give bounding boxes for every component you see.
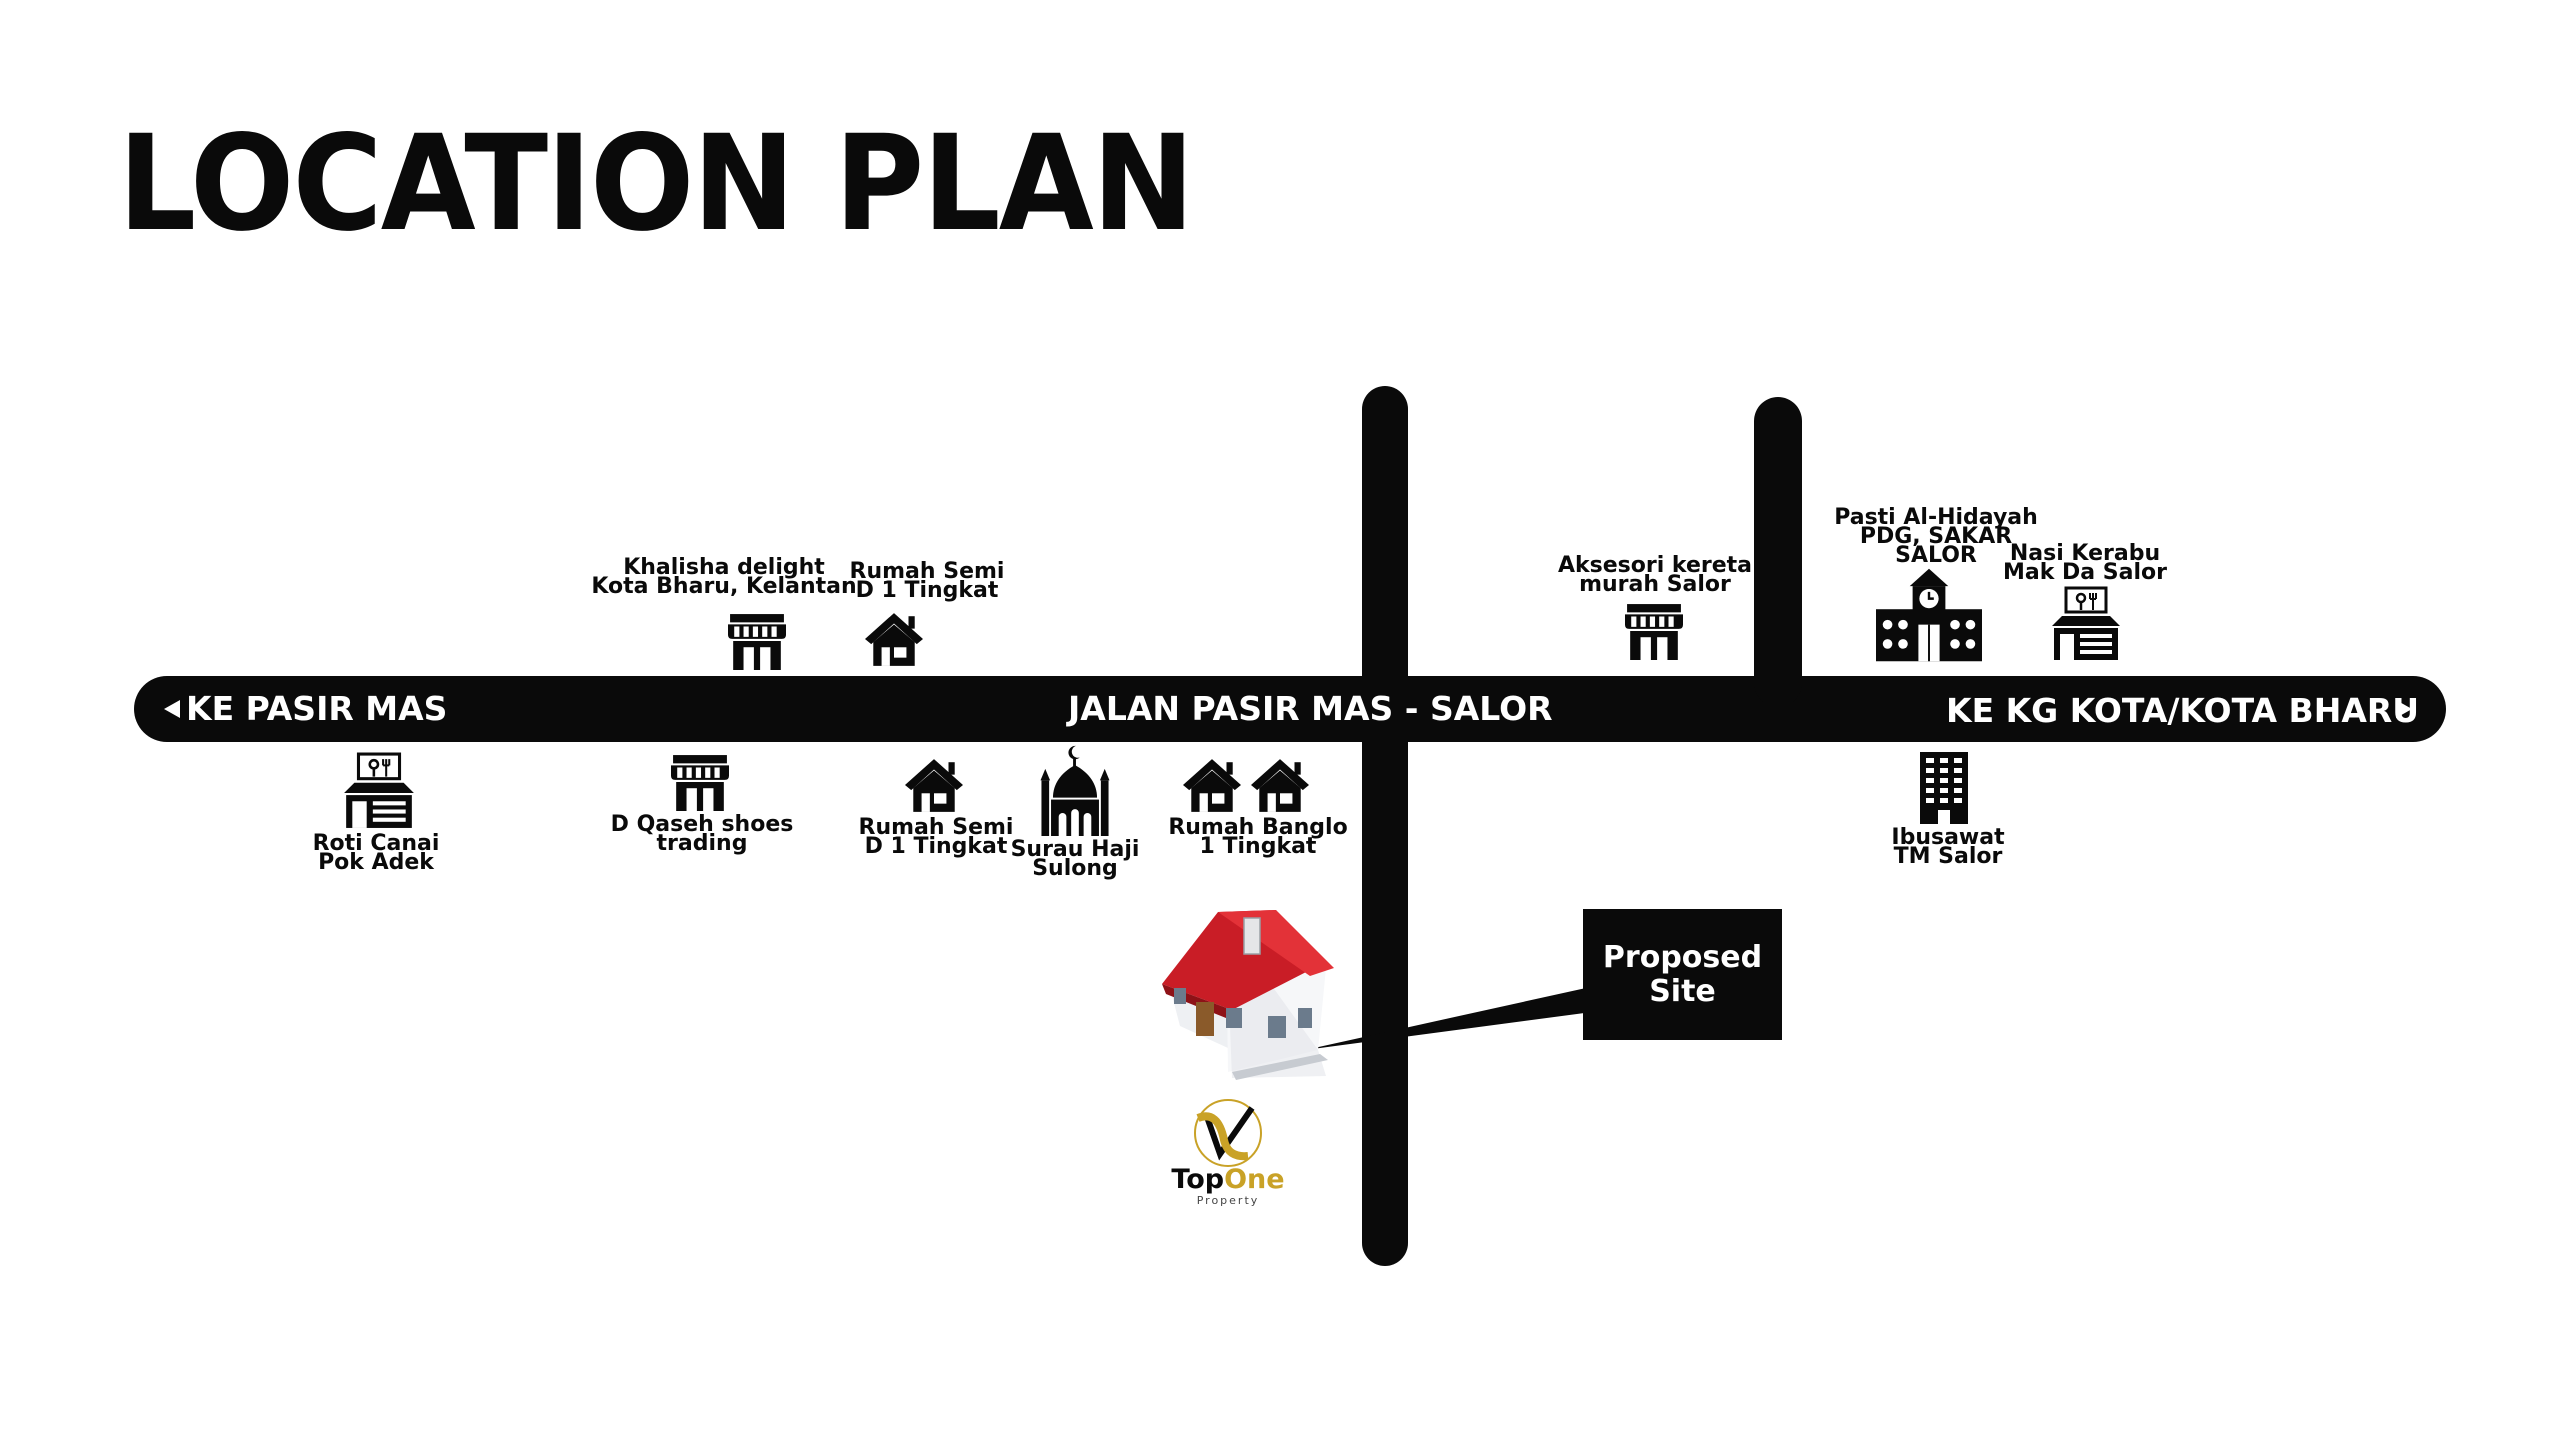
page-title: LOCATION PLAN	[118, 107, 1195, 261]
house-icon	[865, 613, 923, 666]
brand-tagline: Property	[1196, 1194, 1260, 1207]
road-name-label: JALAN PASIR MAS - SALOR	[1068, 689, 1553, 728]
direction-label-east: KE KG KOTA/KOTA BHARU	[1946, 691, 2420, 730]
house-icon	[1183, 759, 1241, 812]
house-icon	[1251, 759, 1309, 812]
proposed-house-illustration	[1162, 910, 1334, 1080]
side-road-center	[1362, 386, 1408, 1266]
arrow-left-icon	[164, 700, 180, 718]
house-icon	[905, 759, 963, 812]
storefront-icon	[671, 755, 729, 811]
office-building-icon	[1920, 752, 1968, 824]
proposed-site-callout: Proposed Site	[1583, 909, 1782, 1040]
main-road	[134, 676, 2446, 742]
school-icon	[1876, 568, 1982, 662]
brand-logo: TopOne Property	[1168, 1098, 1288, 1208]
storefront-icon	[728, 614, 786, 670]
mosque-icon	[1040, 745, 1110, 836]
topone-logo-icon	[1194, 1099, 1262, 1167]
storefront-icon	[1625, 604, 1683, 660]
side-road-east	[1754, 397, 1802, 707]
arrow-right-icon	[2396, 700, 2412, 718]
callout-pointer	[1305, 988, 1592, 1050]
brand-name: TopOne	[1171, 1164, 1285, 1195]
restaurant-icon	[2050, 586, 2122, 662]
restaurant-icon	[342, 752, 416, 830]
direction-label-west: KE PASIR MAS	[186, 689, 448, 728]
